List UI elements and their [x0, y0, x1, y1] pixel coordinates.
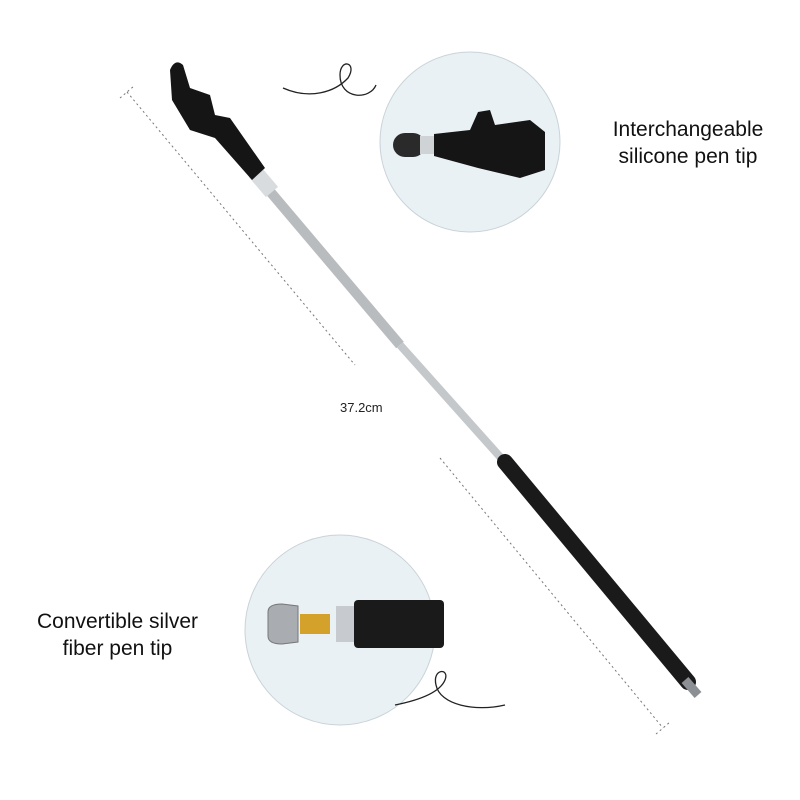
length-measurement: 37.2cm: [340, 400, 383, 415]
dimension-line: [119, 85, 671, 735]
swirl-decoration: [394, 670, 506, 709]
callout-silicone-tip: Interchangeable silicone pen tip: [588, 116, 788, 170]
silver-fiber-tip-closeup: [244, 534, 506, 726]
callout-line: silicone pen tip: [618, 145, 758, 168]
silicone-tip-closeup: [282, 51, 561, 233]
swirl-decoration: [282, 63, 377, 96]
callout-line: Convertible silver: [36, 610, 199, 633]
callout-silver-fiber-tip: Convertible silver fiber pen tip: [10, 608, 225, 662]
callout-line: Interchangeable: [612, 118, 764, 141]
callout-line: fiber pen tip: [62, 637, 173, 660]
telescopic-stylus-pen: [170, 62, 702, 698]
